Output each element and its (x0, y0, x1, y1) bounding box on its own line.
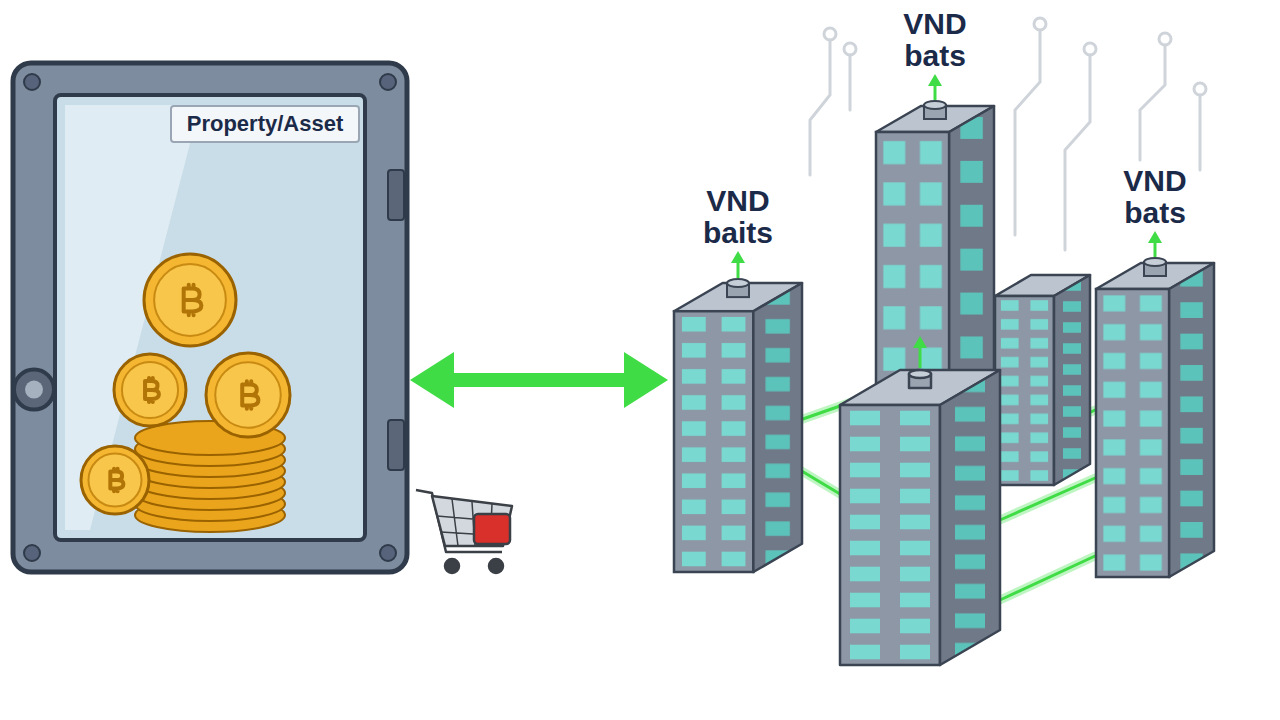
shopping-cart (416, 490, 512, 573)
up-arrow-shaft (934, 84, 937, 100)
safe-bolt (380, 74, 396, 90)
tower-illustration (674, 251, 802, 572)
asset-label: Property/Asset (174, 111, 356, 137)
tower-cap (909, 370, 931, 378)
server-tower (840, 370, 1000, 665)
coin-rim (206, 353, 290, 437)
up-arrow-head (731, 251, 745, 263)
tower-front (1096, 289, 1169, 577)
coin-face (154, 264, 226, 336)
safe-node: Property/Asset (10, 60, 410, 575)
safe-dial-center (25, 381, 43, 399)
tower-shape (668, 249, 808, 575)
bitcoin-coin (81, 446, 149, 514)
safe-hinge (388, 170, 404, 220)
circuit-trace (1140, 45, 1165, 160)
tower-shape (1090, 229, 1220, 580)
up-arrow-shaft (1154, 241, 1157, 257)
coin-face (122, 362, 178, 418)
tower-label: VND bats (1099, 165, 1211, 229)
circuit-pad (1084, 43, 1096, 55)
tower-side (753, 283, 802, 572)
cart-basket (432, 496, 512, 546)
circuit-pad (1159, 33, 1171, 45)
coin-rim (144, 254, 236, 346)
tower-illustration (876, 74, 994, 545)
coin-rim (114, 354, 186, 426)
tower-label-box: VND bats (1090, 165, 1220, 229)
cart-wheel (445, 559, 459, 573)
safe-label-box: Property/Asset (170, 105, 360, 143)
tower-front (876, 132, 949, 545)
bitcoin-symbol (184, 285, 202, 315)
bitcoin-coin (206, 353, 290, 437)
circuit-pad (844, 43, 856, 55)
tower-side (1169, 263, 1214, 577)
bitcoin-symbol (145, 378, 159, 402)
tower-front (840, 405, 940, 665)
up-arrow-shaft (737, 261, 740, 278)
bitcoin-coin (144, 254, 236, 346)
circuit-trace (849, 55, 852, 110)
up-arrow-head (928, 74, 942, 86)
circuit-trace (1065, 55, 1090, 250)
coin-face (215, 362, 281, 428)
up-arrow-shaft (919, 346, 922, 368)
tower-label-box: VND baits (668, 185, 808, 249)
safe-glass (55, 95, 365, 540)
tower-cap (727, 279, 749, 287)
coin-face (88, 453, 141, 506)
tower-illustration (1096, 231, 1214, 577)
tower-label-box: VND bats (870, 8, 1000, 72)
safe-bolt (380, 545, 396, 561)
coin-rim (81, 446, 149, 514)
tower-side (1054, 275, 1090, 485)
safe-dial (14, 370, 54, 410)
tower-cap (924, 101, 946, 109)
bitcoin-symbol (110, 469, 123, 491)
server-tower (995, 275, 1090, 485)
server-tower-node: VND bats (1090, 165, 1220, 580)
circuit-pad (1194, 83, 1206, 95)
tower-label: VND baits (682, 185, 794, 249)
tower-side (949, 106, 994, 545)
safe-hinge (388, 420, 404, 470)
circuit-pad (824, 28, 836, 40)
cart-wheel (489, 559, 503, 573)
safe-bolt (24, 545, 40, 561)
safe-illustration (13, 63, 407, 572)
tower-front (995, 296, 1054, 485)
bitcoin-coin (114, 354, 186, 426)
tower-front (674, 311, 753, 572)
tower-cap (1144, 258, 1166, 266)
up-arrow-head (1148, 231, 1162, 243)
tower-label: VND bats (879, 8, 991, 72)
cart-panel (474, 514, 510, 544)
safe-bolt (24, 74, 40, 90)
tower-side (940, 370, 1000, 665)
bidirectional-arrow (454, 373, 624, 387)
bitcoin-symbol (242, 381, 258, 409)
safe-body (13, 63, 407, 572)
circuit-pad (1034, 18, 1046, 30)
circuit-trace (810, 40, 830, 175)
server-tower-node: VND baits (668, 185, 808, 575)
circuit-trace (1199, 95, 1202, 170)
circuit-trace (1015, 30, 1040, 235)
